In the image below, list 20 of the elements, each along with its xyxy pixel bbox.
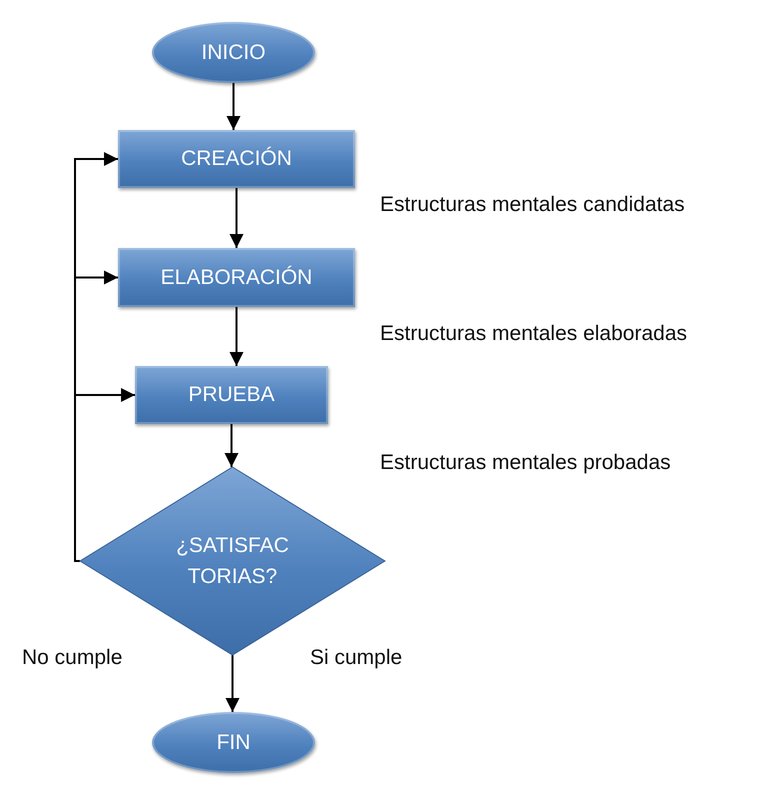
annotation-text: Estructuras mentales elaboradas (380, 322, 687, 346)
arrow (230, 188, 244, 248)
node-label: ELABORACIÓN (160, 264, 312, 291)
node-label: ¿SATISFAC TORIAS? (175, 532, 290, 590)
arrow (226, 83, 240, 130)
annotation-text: Estructuras mentales candidatas (380, 193, 685, 217)
node-label: PRUEBA (188, 382, 275, 408)
process-box (118, 248, 355, 307)
process-box (118, 130, 355, 188)
arrow (74, 388, 135, 562)
annotation-text: No cumple (22, 646, 122, 670)
node-label: CREACIÓN (181, 146, 292, 172)
process-box (135, 366, 328, 424)
annotation-text: Si cumple (310, 646, 402, 670)
annotation-text: Estructuras mentales probadas (380, 451, 671, 475)
node-label: FIN (216, 730, 250, 756)
arrow (230, 307, 244, 366)
arrow (224, 424, 238, 467)
node-label: INICIO (201, 40, 266, 66)
arrow (226, 655, 240, 712)
